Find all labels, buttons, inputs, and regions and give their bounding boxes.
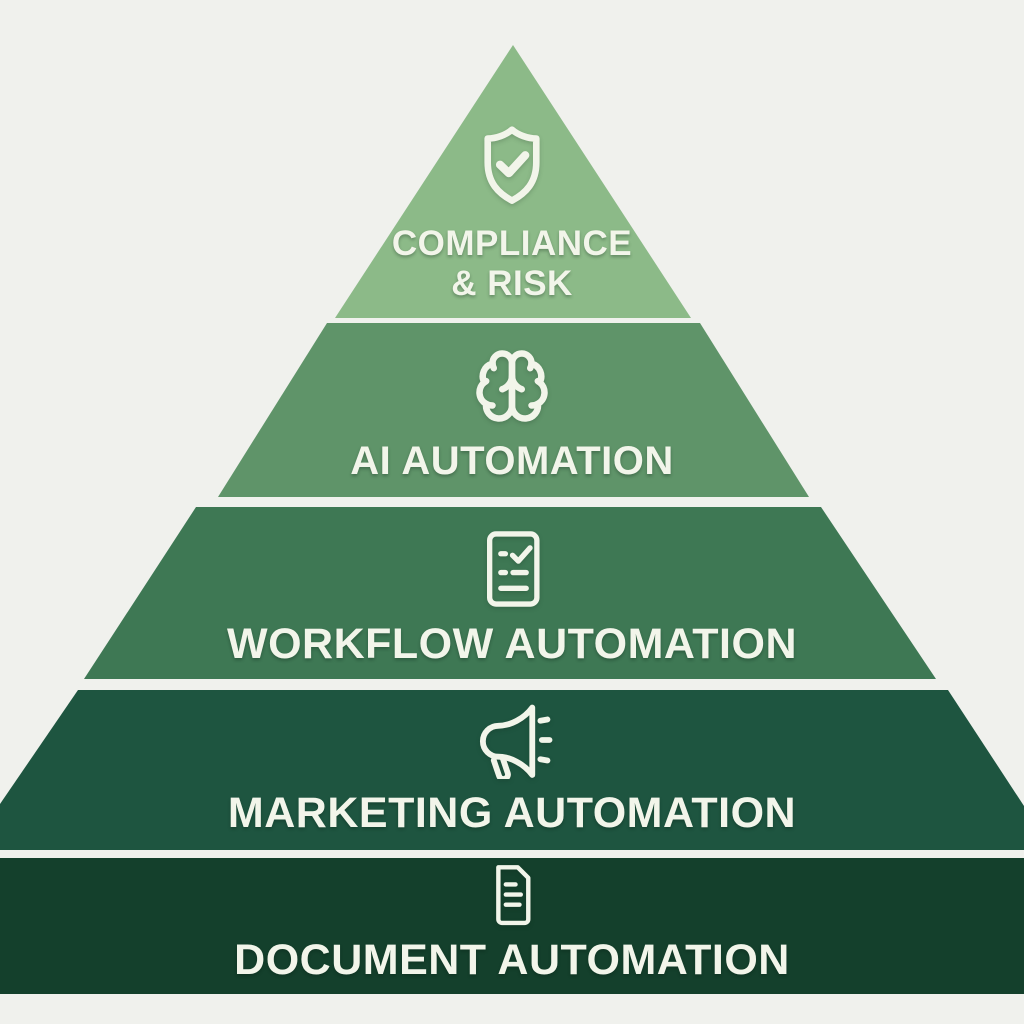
- pyramid-level-marketing-automation: MARKETING AUTOMATION: [0, 690, 1024, 850]
- shield-check-icon: [474, 124, 550, 206]
- level-label-ai-automation: AI AUTOMATION: [350, 439, 674, 484]
- pyramid-level-workflow-automation: WORKFLOW AUTOMATION: [84, 507, 936, 679]
- level-label-document-automation: DOCUMENT AUTOMATION: [234, 935, 790, 984]
- megaphone-icon: [466, 703, 558, 782]
- label-line-1: COMPLIANCE: [391, 224, 633, 264]
- document-icon: [485, 862, 539, 928]
- level-label-compliance-risk: COMPLIANCE & RISK: [362, 224, 662, 304]
- checklist-icon: [479, 528, 545, 610]
- pyramid-level-compliance-risk: COMPLIANCE & RISK: [335, 45, 691, 318]
- pyramid-level-ai-automation: AI AUTOMATION: [218, 323, 809, 497]
- label-line-2: & RISK: [451, 264, 573, 304]
- brain-icon: [469, 347, 555, 425]
- level-label-workflow-automation: WORKFLOW AUTOMATION: [227, 619, 797, 668]
- pyramid-level-document-automation: DOCUMENT AUTOMATION: [0, 858, 1024, 994]
- level-label-marketing-automation: MARKETING AUTOMATION: [227, 788, 797, 837]
